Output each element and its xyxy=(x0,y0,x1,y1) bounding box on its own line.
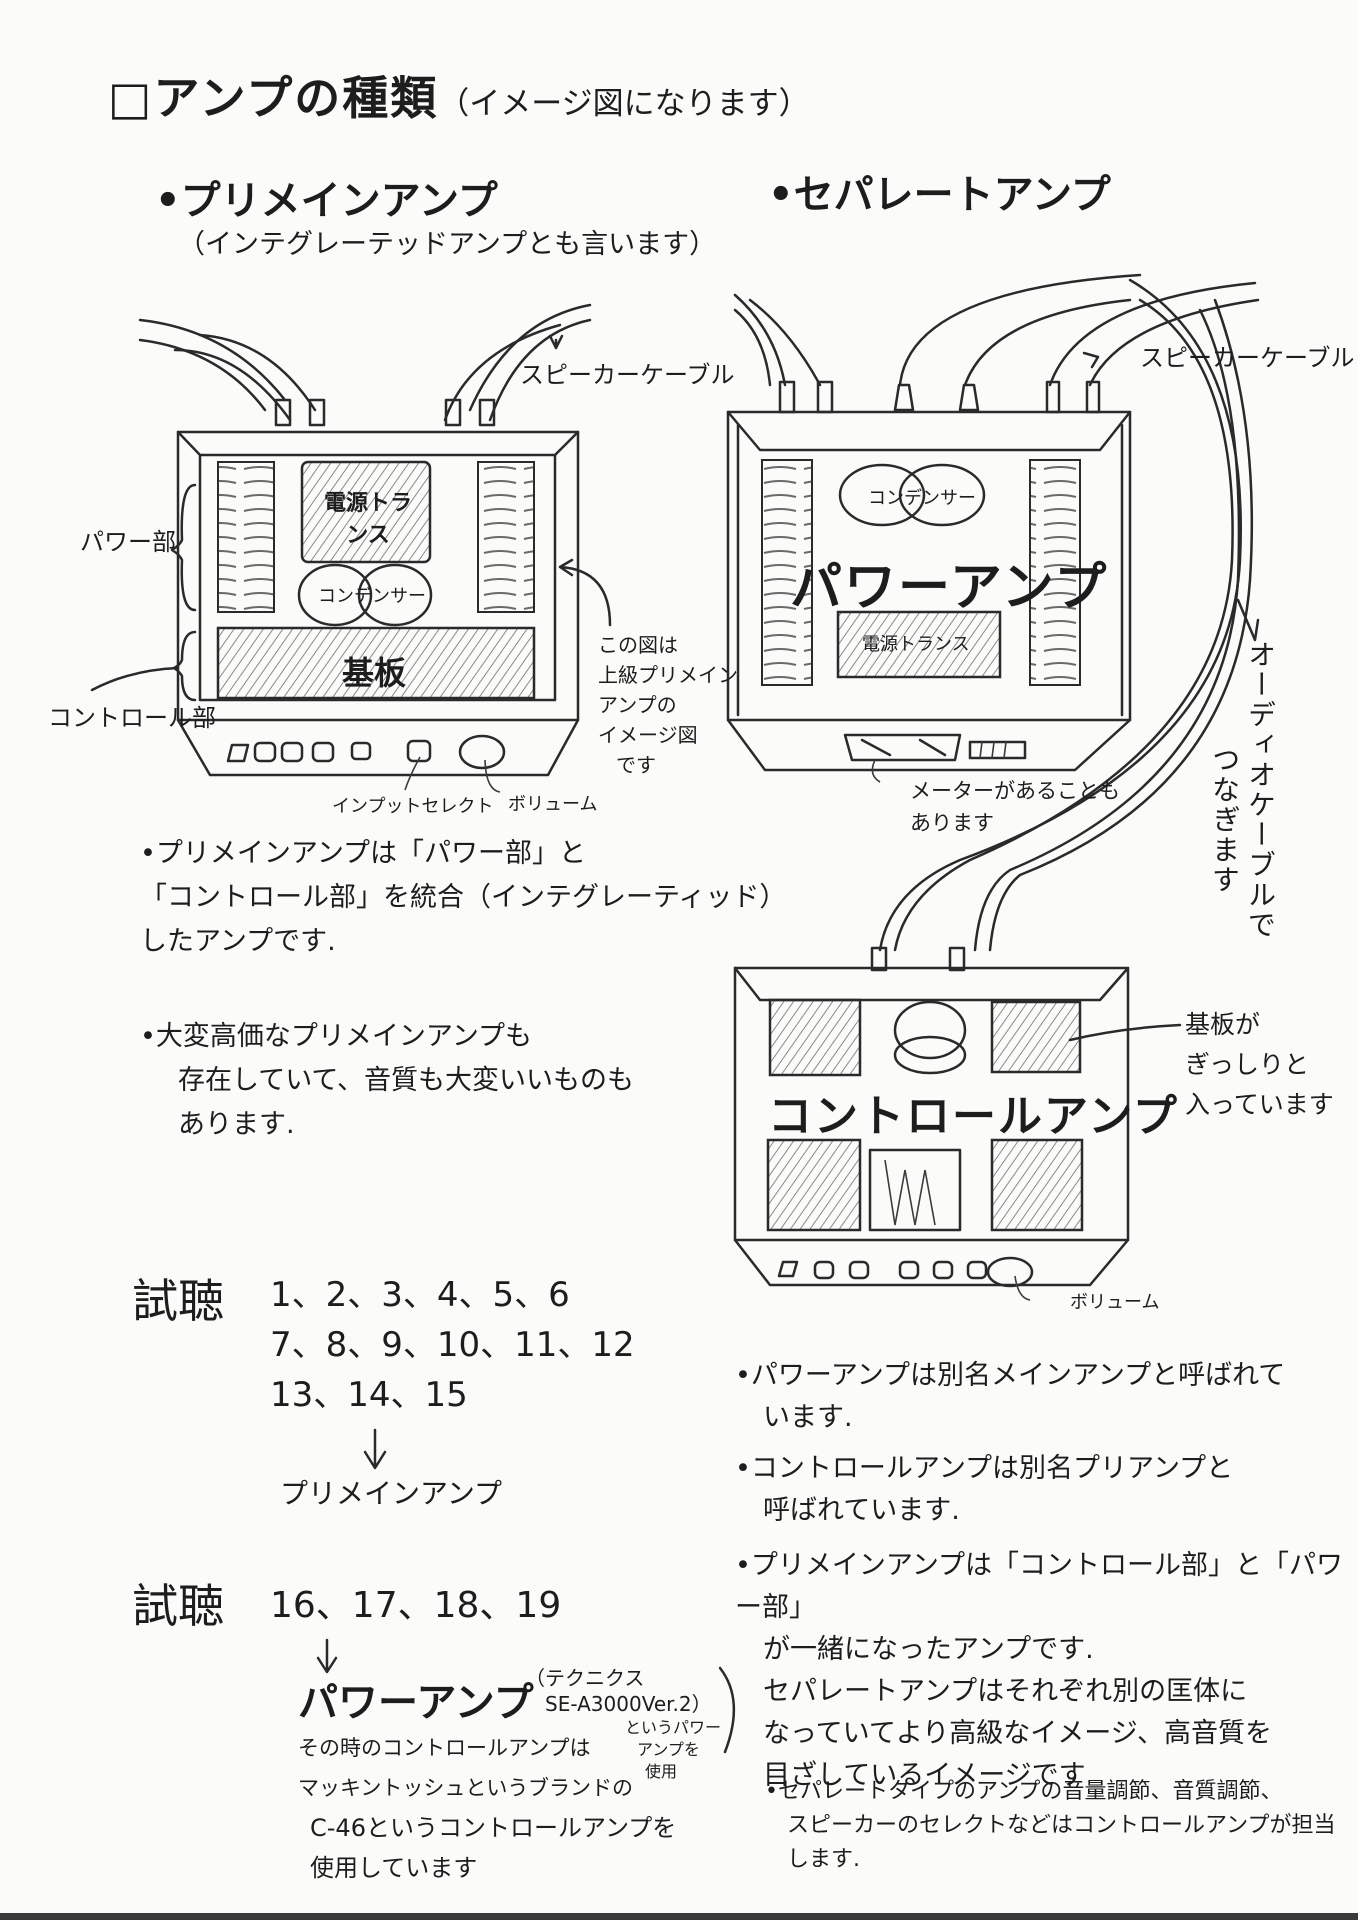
control-section-label: コントロール部 xyxy=(48,704,216,732)
separate-transformer-label: 電源トランス xyxy=(862,634,970,655)
board-note: 基板が ぎっしりと 入っています xyxy=(1185,1010,1334,1119)
separate-bullet-3: •プリメインアンプは「コントロール部」と「パワー部」 が一緒になったアンプです.… xyxy=(735,1550,1344,1791)
trial-2-label: 試聴 xyxy=(132,1579,224,1633)
separate-bullet-4: •セパレートタイプのアンプの音量調節、音質調節、 スピーカーのセレクトなどはコン… xyxy=(765,1779,1336,1872)
control-amp-label: コントロールアンプ xyxy=(768,1091,1179,1142)
trial-2-result: パワーアンプ xyxy=(298,1680,534,1726)
separate-bullet-1: •パワーアンプは別名メインアンプと呼ばれて います. xyxy=(735,1360,1286,1433)
trial-2-description: その時のコントロールアンプは マッキントッシュというブランドの C-46というコ… xyxy=(298,1736,677,1882)
arrow-down-icon xyxy=(316,1638,338,1674)
separate-speaker-cable-label: スピーカーケーブル xyxy=(1140,344,1355,372)
trial-1-label: 試聴 xyxy=(132,1274,224,1328)
volume-label: ボリューム xyxy=(508,794,598,815)
integrated-amp-drawing xyxy=(90,303,612,793)
control-volume-label: ボリューム xyxy=(1070,1292,1160,1313)
control-amp-drawing xyxy=(733,946,1182,1301)
power-amp-label: パワーアンプ xyxy=(790,558,1109,618)
page-title: □アンプの種類（イメージ図になります） xyxy=(108,62,810,128)
page-title-text: □アンプの種類 xyxy=(108,71,439,125)
integrated-image-note: この図は 上級プリメイン アンプの イメージ図 です xyxy=(598,633,738,777)
input-select-label: インプットセレクト xyxy=(332,796,494,817)
speaker-cable-left-1 xyxy=(138,318,287,402)
integrated-heading: •プリメインアンプ xyxy=(155,178,498,224)
speaker-cable-label: スピーカーケーブル xyxy=(520,361,735,389)
audio-cable-note-1: オーディオケーブルで xyxy=(1244,640,1277,940)
scan-edge xyxy=(0,1913,1358,1920)
audio-cable-note-2: つなぎます xyxy=(1208,745,1241,895)
separate-bullet-2: •コントロールアンプは別名プリアンプと 呼ばれています. xyxy=(735,1453,1234,1526)
integrated-bullet-2: •大変高価なプリメインアンプも 存在していて、音質も大変いいものも あります. xyxy=(140,1021,635,1140)
capacitor-label: コンデンサー xyxy=(318,586,426,607)
power-amp-model-note: （テクニクス SE-A3000Ver.2） というパワー アンプを 使用 xyxy=(525,1666,722,1781)
trial-1-numbers: 1、2、3、4、5、6 7、8、9、10、11、12 13、14、15 xyxy=(270,1275,635,1415)
separate-heading: •セパレートアンプ xyxy=(768,172,1111,218)
integrated-bullet-1: •プリメインアンプは「パワー部」と 「コントロール部」を統合（インテグレーティッ… xyxy=(140,838,787,957)
separate-capacitor-label: コンデンサー xyxy=(868,488,976,509)
trial-2-numbers: 16、17、18、19 xyxy=(270,1585,562,1626)
trial-1-result: プリメインアンプ xyxy=(280,1477,503,1510)
arrow-down-icon xyxy=(363,1428,387,1470)
power-section-label: パワー部 xyxy=(80,528,176,556)
integrated-subheading: （インテグレーテッドアンプとも言います） xyxy=(178,229,717,260)
power-amp-drawing xyxy=(726,273,1260,952)
page-title-note: （イメージ図になります） xyxy=(438,86,810,122)
board-label: 基板 xyxy=(342,654,407,692)
transformer-label: 電源トランス xyxy=(323,491,412,548)
meter-note: メーターがあることも あります xyxy=(910,779,1120,835)
